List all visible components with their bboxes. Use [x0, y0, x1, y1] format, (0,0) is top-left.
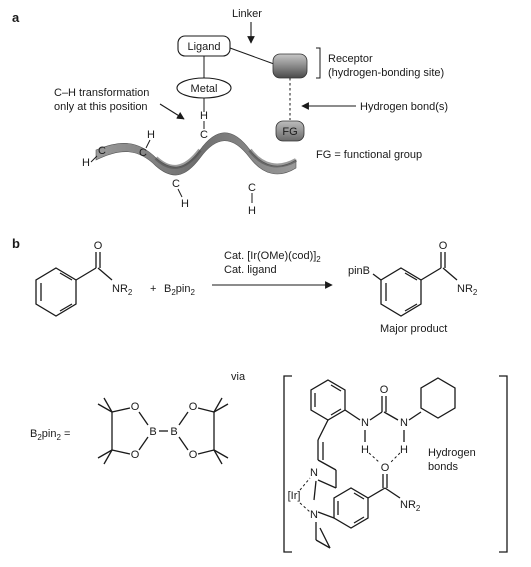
iridium-center: [Ir]	[288, 490, 301, 502]
reactant-o: O	[94, 240, 103, 252]
pin-o-4: O	[189, 449, 198, 461]
atom-h-target: H	[200, 110, 208, 122]
urea-n-2: N	[400, 417, 408, 429]
ribbon-backbone	[95, 132, 297, 176]
product-pinb: pinB	[348, 265, 370, 277]
b2pin2-reagent: B2pin2	[164, 283, 195, 297]
substrate-nr2: NR2	[400, 499, 421, 513]
product-nr2: NR2	[457, 283, 478, 297]
hbond-label: Hydrogen bond(s)	[360, 101, 448, 113]
bond-ch-4	[177, 188, 183, 198]
urea-o: O	[380, 384, 389, 396]
atom-h-3: H	[82, 157, 90, 169]
bpy-n-2: N	[310, 509, 318, 521]
left-bracket	[283, 375, 292, 553]
via-label: via	[231, 371, 246, 383]
reactant-nr2: NR2	[112, 283, 133, 297]
receptor-sublabel: (hydrogen-bonding site)	[328, 67, 444, 79]
plus-sign: +	[150, 283, 156, 295]
linker-label: Linker	[232, 8, 262, 20]
ts-structure: N O N H H O NR2	[288, 377, 476, 549]
atom-h-4: H	[181, 198, 189, 210]
ligand-receptor-link	[229, 47, 275, 65]
atom-c-3: C	[98, 145, 106, 157]
panel-a: a Linker Ligand Metal Receptor (hydrogen…	[12, 8, 448, 217]
bond-ch-2	[145, 139, 151, 149]
substrate-o: O	[381, 462, 390, 474]
hbonds-label-2: bonds	[428, 461, 458, 473]
urea-n-1: N	[361, 417, 369, 429]
panel-b: b O NR2 + B2pin2 Cat. [Ir(OMe)(cod)]2 Ca…	[12, 236, 508, 553]
major-product-label: Major product	[380, 323, 447, 335]
fg-legend: FG = functional group	[316, 149, 422, 161]
panel-a-label: a	[12, 10, 20, 25]
panel-b-label: b	[12, 236, 20, 251]
condition-ligand: Cat. ligand	[224, 264, 277, 276]
atom-c-5: C	[248, 182, 256, 194]
atom-h-5: H	[248, 205, 256, 217]
atom-h-2: H	[147, 129, 155, 141]
b-atom-2: B	[170, 426, 177, 438]
bond-ch-3	[90, 155, 98, 163]
atom-c-2: C	[139, 147, 147, 159]
receptor-shape	[272, 53, 308, 79]
urea-h-2: H	[400, 444, 408, 456]
pin-o-1: O	[131, 401, 140, 413]
benzamide-reactant: O NR2	[35, 240, 133, 317]
urea-h-1: H	[361, 444, 369, 456]
pin-o-3: O	[189, 401, 198, 413]
bpy-n-1: N	[310, 467, 318, 479]
hbonds-label-1: Hydrogen	[428, 447, 476, 459]
fg-label: FG	[282, 126, 297, 138]
ribbon-atoms: H C H C H C C H C H	[82, 110, 256, 217]
ch-note-line2: only at this position	[54, 101, 148, 113]
b-atom-1: B	[149, 426, 156, 438]
condition-catalyst: Cat. [Ir(OMe)(cod)]2	[224, 250, 321, 264]
ch-note-arrow	[159, 103, 185, 120]
fg-shape	[275, 120, 305, 142]
atom-c-target: C	[200, 129, 208, 141]
meta-borylated-product: O pinB NR2	[348, 240, 478, 317]
receptor-bracket	[316, 47, 321, 79]
receptor-label: Receptor	[328, 53, 373, 65]
product-o: O	[439, 240, 448, 252]
metal-label: Metal	[191, 83, 218, 95]
b2pin2-label: B2pin2=	[30, 428, 70, 442]
pin-o-2: O	[131, 449, 140, 461]
atom-c-4: C	[172, 178, 180, 190]
ch-note-line1: C–H transformation	[54, 87, 149, 99]
b2pin2-structure: O O B B O O	[97, 397, 229, 465]
ligand-label: Ligand	[187, 41, 220, 53]
right-bracket	[499, 375, 508, 553]
